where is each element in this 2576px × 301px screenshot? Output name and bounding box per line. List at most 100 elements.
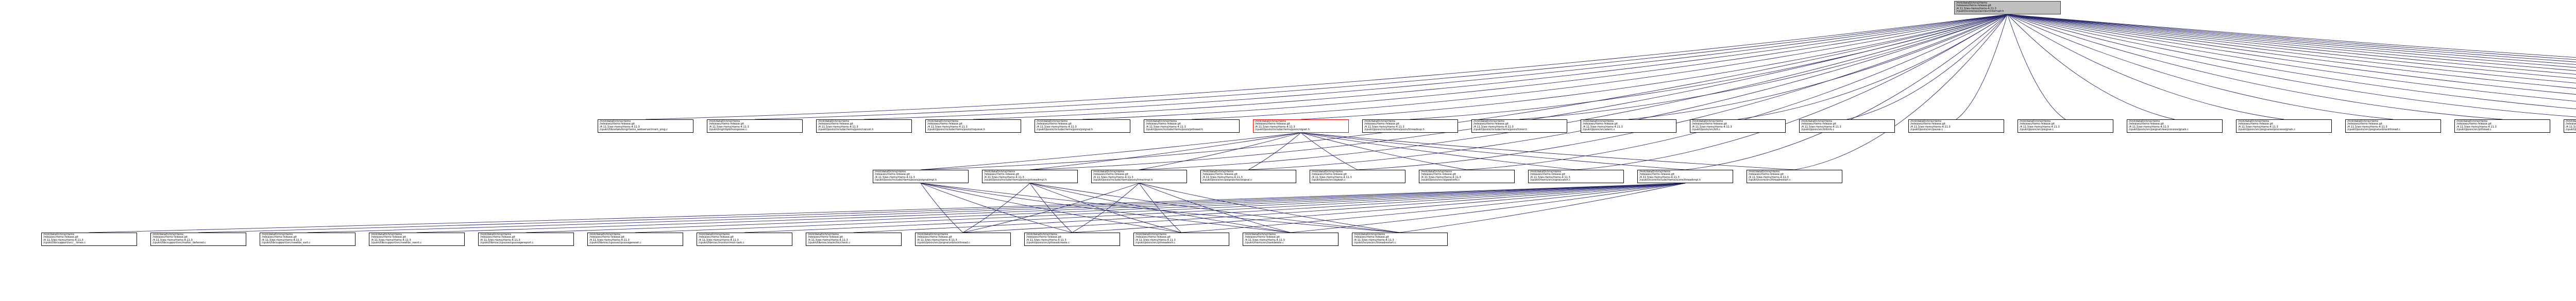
node-path-line: /cpukit/posix/src/kill.c <box>1692 128 1720 131</box>
node-path-line: /releases/rtems-release.git <box>1146 122 1181 126</box>
graph-edge <box>1139 183 1182 233</box>
node-path-line: /cpukit/posix/src/pthreadkill.c <box>2566 128 2576 131</box>
graph-node-row3-7[interactable]: /mnt/data0/chrisj/rtems/releases/rtems-r… <box>1637 170 1733 183</box>
node-path-line: /4.11.3/ws-rtems/rtems-4.11.3 <box>1692 125 1732 129</box>
node-path-line: /cpukit/posix/src/pthreadexit.c <box>1136 241 1176 244</box>
node-path-line: /4.11.3/ws-rtems/rtems-4.11.3 <box>1530 175 1570 179</box>
graph-node-row2-16[interactable]: /mnt/data0/chrisj/rtems/releases/rtems-r… <box>2345 119 2441 133</box>
graph-node-row3-0[interactable]: /mnt/data0/chrisj/rtems/releases/rtems-r… <box>873 170 969 183</box>
node-path-line: /cpukit/posix/include/rtems/posix/thread… <box>1364 128 1425 131</box>
node-path-line: /releases/rtems-release.git <box>1202 173 1238 176</box>
node-path-line: /4.11.3/ws-rtems/rtems-4.11.3 <box>1026 238 1066 242</box>
graph-edge <box>2007 14 2576 117</box>
graph-node-row2-6[interactable]: /mnt/data0/chrisj/rtems/releases/rtems-r… <box>1253 119 1349 133</box>
graph-node-row3-6[interactable]: /mnt/data0/chrisj/rtems/releases/rtems-r… <box>1528 170 1624 183</box>
node-path-line: /cpukit/posix/src/killinfo.c <box>1801 128 1835 131</box>
graph-node-row3-4[interactable]: /mnt/data0/chrisj/rtems/releases/rtems-r… <box>1310 170 1405 183</box>
graph-node-row2-15[interactable]: /mnt/data0/chrisj/rtems/releases/rtems-r… <box>2236 119 2332 133</box>
node-path-line: /4.11.3/ws-rtems/rtems-4.11.3 <box>152 238 193 242</box>
node-path-line: /releases/rtems-release.git <box>1037 122 1072 126</box>
graph-edge <box>973 14 2008 120</box>
graph-edge <box>853 183 1686 233</box>
graph-node-row4-9[interactable]: /mnt/data0/chrisj/rtems/releases/rtems-r… <box>1024 233 1120 246</box>
graph-node-row3-8[interactable]: /mnt/data0/chrisj/rtems/releases/rtems-r… <box>1747 170 1842 183</box>
graph-node-row2-14[interactable]: /mnt/data0/chrisj/rtems/releases/rtems-r… <box>2127 119 2223 133</box>
node-path-line: /4.11.3/ws-rtems/rtems-4.11.3 <box>2020 125 2060 129</box>
graph-node-row4-10[interactable]: /mnt/data0/chrisj/rtems/releases/rtems-r… <box>1133 233 1229 246</box>
node-path-line: /mnt/data0/chrisj/rtems <box>1136 233 1167 236</box>
graph-node-row2-10[interactable]: /mnt/data0/chrisj/rtems/releases/rtems-r… <box>1690 119 1786 133</box>
graph-node-row4-12[interactable]: /mnt/data0/chrisj/rtems/releases/rtems-r… <box>1352 233 1448 246</box>
node-path-line: /mnt/data0/chrisj/rtems <box>1354 233 1385 236</box>
node-path-line: /releases/rtems-release.git <box>699 236 734 239</box>
graph-node-row2-1[interactable]: /mnt/data0/chrisj/rtems/releases/rtems-r… <box>707 119 803 133</box>
graph-edge <box>416 183 1686 233</box>
graph-edge <box>307 183 1686 233</box>
node-path-line: /4.11.3/ws-rtems/rtems-4.11.3 <box>917 238 957 242</box>
graph-node-row2-3[interactable]: /mnt/data0/chrisj/rtems/releases/rtems-r… <box>925 119 1021 133</box>
node-path-line: /mnt/data0/chrisj/rtems <box>1583 120 1614 123</box>
node-path-line: /releases/rtems-release.git <box>875 173 910 176</box>
graph-edge <box>1300 132 1686 170</box>
graph-node-row4-3[interactable]: /mnt/data0/chrisj/rtems/releases/rtems-r… <box>369 233 465 246</box>
graph-node-row2-5[interactable]: /mnt/data0/chrisj/rtems/releases/rtems-r… <box>1144 119 1240 133</box>
graph-edge <box>1300 132 1795 170</box>
graph-node-row2-7[interactable]: /mnt/data0/chrisj/rtems/releases/rtems-r… <box>1362 119 1458 133</box>
node-path-line: /releases/rtems-release.git <box>1364 122 1400 126</box>
graph-edge <box>645 14 2008 120</box>
node-path-line: /4.11.3/ws-rtems/rtems-4.11.3 <box>1364 125 1404 129</box>
node-path-line: /releases/rtems-release.git <box>371 236 406 239</box>
graph-edge <box>1139 132 1301 170</box>
graph-node-row2-0[interactable]: /mnt/data0/chrisj/rtems/releases/rtems-r… <box>598 119 693 133</box>
graph-edge <box>89 183 1686 233</box>
node-path-line: /releases/rtems-release.git <box>2238 122 2274 126</box>
node-path-line: /cpukit/posix/include/rtems/posix/timer.… <box>1473 128 1528 131</box>
graph-edge <box>1685 14 2008 170</box>
graph-edge <box>1300 132 1577 170</box>
graph-node-row3-2[interactable]: /mnt/data0/chrisj/rtems/releases/rtems-r… <box>1091 170 1187 183</box>
graph-edge <box>1794 14 2008 170</box>
graph-node-row2-11[interactable]: /mnt/data0/chrisj/rtems/releases/rtems-r… <box>1799 119 1895 133</box>
node-path-line: /4.11.3/ws-rtems/rtems-4.11.3 <box>43 238 83 242</box>
graph-node-row2-2[interactable]: /mnt/data0/chrisj/rtems/releases/rtems-r… <box>816 119 912 133</box>
graph-edge <box>1956 14 2008 120</box>
graph-node-row2-12[interactable]: /mnt/data0/chrisj/rtems/releases/rtems-r… <box>1908 119 2004 133</box>
graph-node-row2-17[interactable]: /mnt/data0/chrisj/rtems/releases/rtems-r… <box>2454 119 2550 133</box>
graph-node-row2-4[interactable]: /mnt/data0/chrisj/rtems/releases/rtems-r… <box>1035 119 1130 133</box>
graph-edge <box>744 183 1686 233</box>
graph-edge <box>1139 183 1400 233</box>
graph-node-row4-6[interactable]: /mnt/data0/chrisj/rtems/releases/rtems-r… <box>697 233 792 246</box>
graph-edge <box>1399 183 1686 233</box>
node-path-line: /mnt/data0/chrisj/rtems <box>808 233 839 236</box>
graph-node-row4-7[interactable]: /mnt/data0/chrisj/rtems/releases/rtems-r… <box>806 233 902 246</box>
graph-node-row4-4[interactable]: /mnt/data0/chrisj/rtems/releases/rtems-r… <box>478 233 574 246</box>
node-path-line: /cpukit/posix/src/sigwait.c <box>1312 178 1346 182</box>
graph-node-row2-8[interactable]: /mnt/data0/chrisj/rtems/releases/rtems-r… <box>1471 119 1567 133</box>
graph-node-row4-11[interactable]: /mnt/data0/chrisj/rtems/releases/rtems-r… <box>1243 233 1338 246</box>
node-path-line: /cpukit/posix/src/psignal.c <box>2020 128 2054 131</box>
graph-node-row4-8[interactable]: /mnt/data0/chrisj/rtems/releases/rtems-r… <box>915 233 1011 246</box>
node-path-line: /4.11.3/ws-rtems/rtems-4.11.3 <box>2566 125 2576 129</box>
graph-node-row2-18[interactable]: /mnt/data0/chrisj/rtems/releases/rtems-r… <box>2564 119 2576 133</box>
node-path-line: /mnt/data0/chrisj/rtems <box>917 233 948 236</box>
node-path-line: /4.11.3/ws-rtems/rtems-4.11.3 <box>875 175 915 179</box>
node-path-line: /cpukit/libmisc/cpuuse/cpuusagereport.c <box>480 241 534 244</box>
node-path-line: /mnt/data0/chrisj/rtems <box>1749 170 1780 173</box>
graph-node-row3-3[interactable]: /mnt/data0/chrisj/rtems/releases/rtems-r… <box>1200 170 1296 183</box>
root-node[interactable]: /mnt/data0/chrisj/rtems/releases/rtems-r… <box>1954 1 2061 14</box>
graph-node-row2-13[interactable]: /mnt/data0/chrisj/rtems/releases/rtems-r… <box>2018 119 2113 133</box>
graph-node-row3-5[interactable]: /mnt/data0/chrisj/rtems/releases/rtems-r… <box>1419 170 1515 183</box>
graph-node-row2-9[interactable]: /mnt/data0/chrisj/rtems/releases/rtems-r… <box>1581 119 1676 133</box>
graph-node-row4-5[interactable]: /mnt/data0/chrisj/rtems/releases/rtems-r… <box>587 233 683 246</box>
node-path-line: /cpukit/posix/src/psignalunblockthread.c <box>917 241 970 244</box>
graph-edge <box>1519 14 2008 120</box>
node-path-line: /releases/rtems-release.git <box>1583 122 1618 126</box>
node-path-line: /releases/rtems-release.git <box>1255 122 1291 126</box>
graph-node-row4-1[interactable]: /mnt/data0/chrisj/rtems/releases/rtems-r… <box>150 233 246 246</box>
graph-node-row3-1[interactable]: /mnt/data0/chrisj/rtems/releases/rtems-r… <box>982 170 1078 183</box>
node-path-line: /cpukit/posix/include/rtems/posix/sigset… <box>1255 128 1310 131</box>
node-path-line: /4.11.3/ws-rtems/rtems-4.11.3 <box>927 125 968 129</box>
graph-node-row4-0[interactable]: /mnt/data0/chrisj/rtems/releases/rtems-r… <box>41 233 137 246</box>
graph-node-row4-2[interactable]: /mnt/data0/chrisj/rtems/releases/rtems-r… <box>260 233 355 246</box>
node-path-line: /releases/rtems-release.git <box>1956 4 1992 8</box>
